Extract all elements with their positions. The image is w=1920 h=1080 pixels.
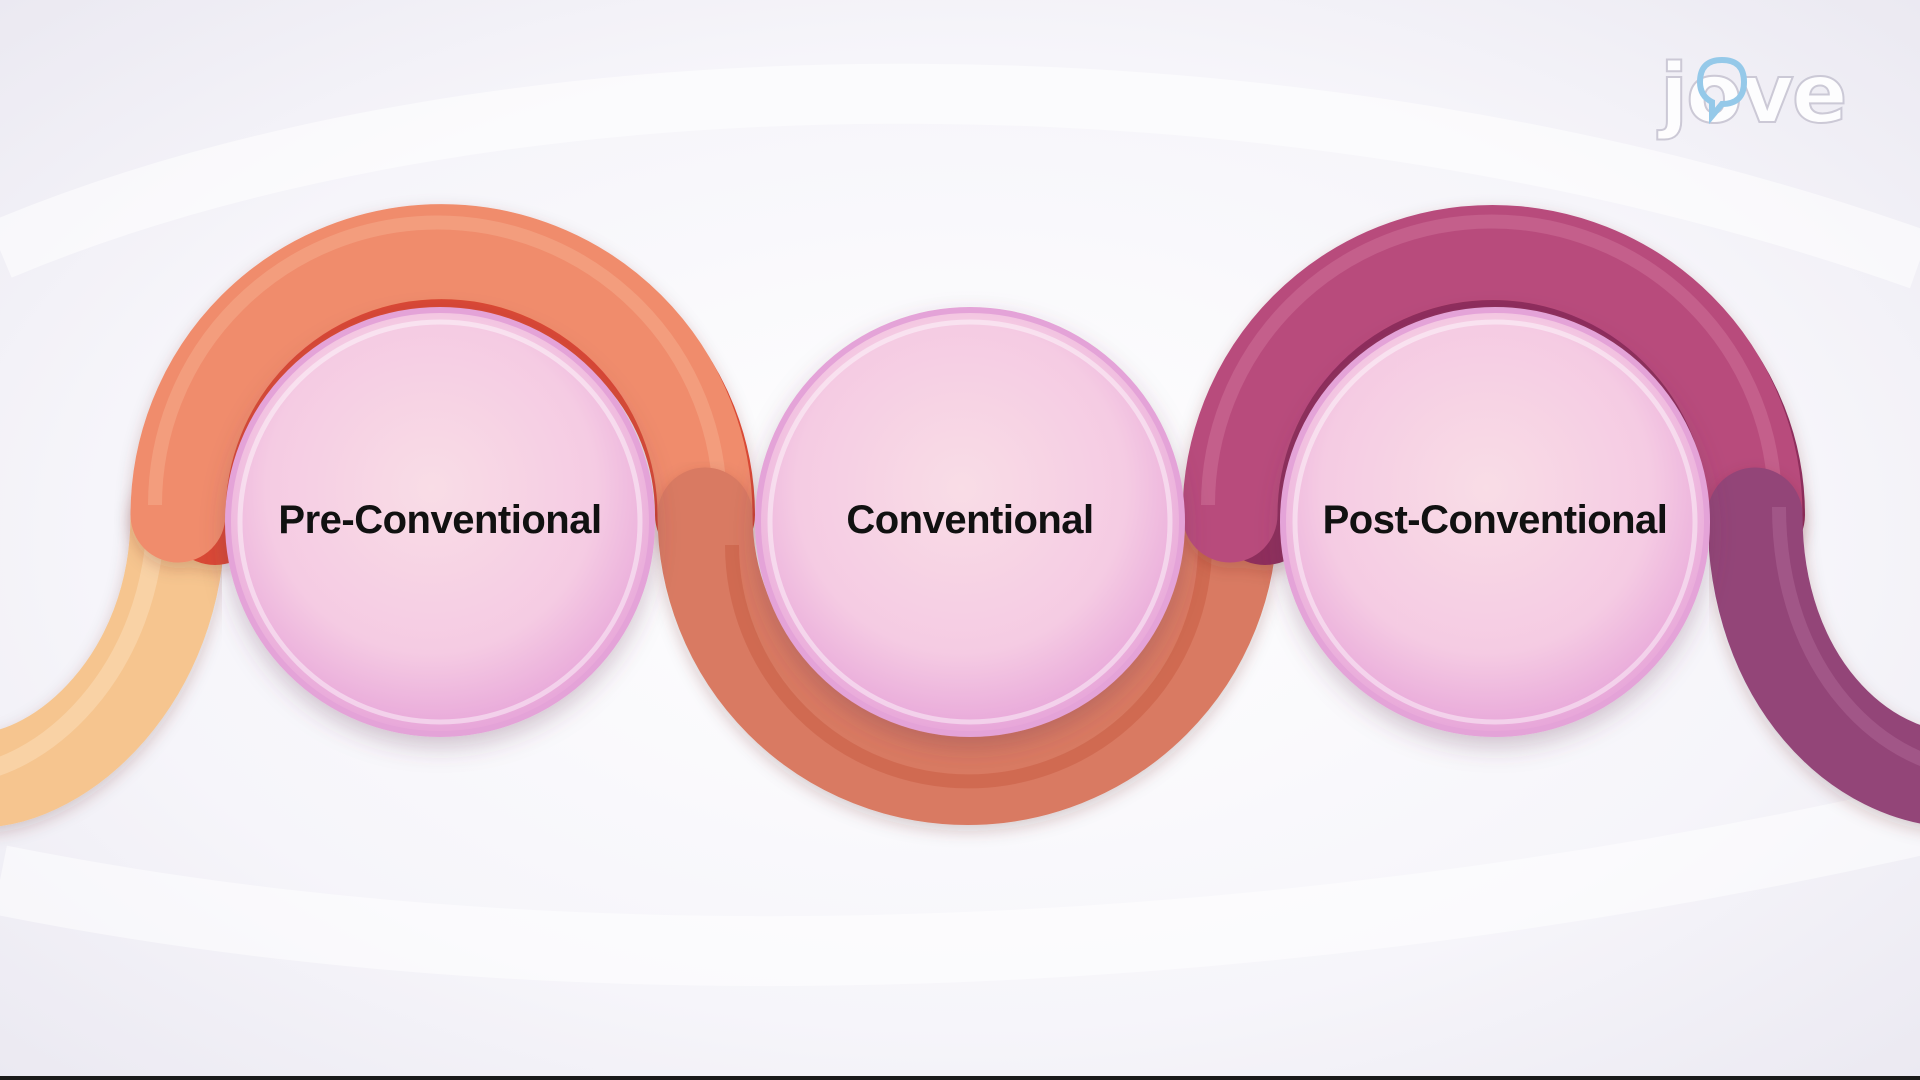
jove-logo: jove — [1656, 46, 1849, 143]
stage-node-conventional — [755, 307, 1185, 737]
stage-node-pre-conventional — [225, 307, 655, 737]
stage-label-pre-conventional: Pre-Conventional — [278, 498, 601, 542]
stage-node-post-conventional — [1280, 307, 1710, 737]
pre-conventional-band — [130, 204, 755, 565]
background-swirl — [0, 63, 1920, 289]
stage-label-conventional: Conventional — [846, 498, 1093, 542]
stage-label-post-conventional: Post-Conventional — [1323, 498, 1668, 542]
bottom-border — [0, 1076, 1920, 1080]
post-conventional-band — [1182, 205, 1805, 565]
conventional-band — [657, 467, 1278, 825]
logo-speech-bubble-icon — [1696, 56, 1748, 125]
logo-text: jove — [1657, 47, 1846, 142]
left-tail-band — [0, 467, 226, 827]
background-swirl-lower — [0, 785, 1920, 987]
